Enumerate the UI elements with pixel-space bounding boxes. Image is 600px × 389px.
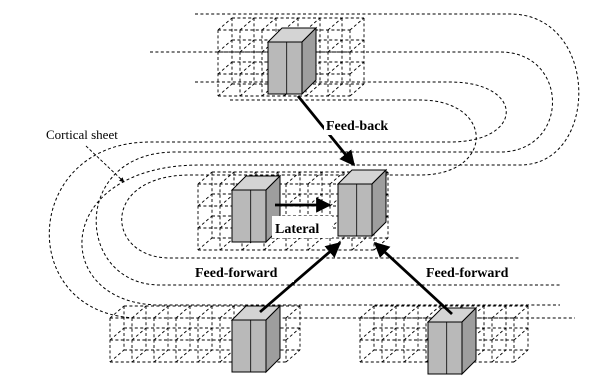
grid-line [327,61,343,75]
grid-line [403,327,419,341]
grid-line [153,327,169,341]
column-front-face [231,319,267,373]
grid-line [349,17,365,31]
cortical-column [266,26,318,96]
feedforward-left-label: Feed-forward [195,266,278,281]
grid-line [403,349,419,363]
grid-line [359,327,375,341]
grid-line [327,83,343,97]
grid-line [349,61,365,75]
sheet-outline-middle [95,51,560,286]
grid-line [239,39,255,53]
grid-line [261,17,277,31]
cortical-column [426,306,478,376]
grid-line [285,327,301,341]
diagram-labels: Feed-back Lateral Feed-forward Feed-forw… [46,113,525,282]
grid-line [513,305,529,319]
grid-line [491,327,507,341]
grid-line [239,61,255,75]
cortical-column [336,168,388,238]
grid-line [197,193,213,207]
grid-line [197,305,213,319]
feedforward-left-label-bg [194,260,294,282]
grid-line [217,39,233,53]
column-front-face [337,183,373,237]
grid-line [307,171,323,185]
grid-line [217,83,233,97]
grid-line [217,17,233,31]
grid-line [217,61,233,75]
grid-line [513,327,529,341]
grid-line [197,215,213,229]
grid-line [197,237,213,251]
grid-line [109,349,125,363]
grid-line [327,17,343,31]
sheet-outline-mid2 [121,99,520,259]
grid-line [131,349,147,363]
grid-line [153,349,169,363]
lateral-label: Lateral [275,222,319,237]
feedforward-right-label-bg [425,260,525,282]
grid-line [285,305,301,319]
grid-line [307,237,323,251]
grid-line [491,305,507,319]
column-front-face [231,189,267,243]
grid-line [219,305,235,319]
grid-line [239,17,255,31]
grid-line [197,349,213,363]
grid-line [403,305,419,319]
grid-line [359,305,375,319]
grid-line [285,171,301,185]
grid-line [239,83,255,97]
grid-line [349,83,365,97]
cortical-sheet-label: Cortical sheet [46,127,118,142]
grid-line [349,39,365,53]
grid-line [131,305,147,319]
cortical-sheet-outlines [48,13,580,319]
column-front-face [427,321,463,375]
grid-line [131,327,147,341]
feedforward-left-arrow [259,241,342,314]
grid-line [175,305,191,319]
feedforward-right-arrow [373,241,453,316]
grid-line [175,327,191,341]
cortical-sheet-pointer [85,145,125,183]
grid-line [285,237,301,251]
cortical-column [230,304,282,374]
column-front-face [267,41,303,95]
grid-line [197,327,213,341]
grid-line [381,305,397,319]
feedforward-right-label: Feed-forward [426,266,509,281]
grid-line [381,349,397,363]
cortical-columns [230,26,478,376]
grid-line [491,349,507,363]
sheet-outline-outer [81,13,580,306]
grid-line [327,39,343,53]
grid-line [153,305,169,319]
grid-line [285,349,301,363]
grid-line [197,171,213,185]
grid-line [513,349,529,363]
feedback-label: Feed-back [326,119,388,134]
grid-line [109,327,125,341]
lateral-label-bg [272,216,332,238]
grid-line [359,349,375,363]
grid-line [381,327,397,341]
sheet-outline-inner [48,81,575,319]
grid-line [175,349,191,363]
grid-line [351,237,367,251]
feedback-label-bg [324,113,402,135]
grid-line [219,171,235,185]
